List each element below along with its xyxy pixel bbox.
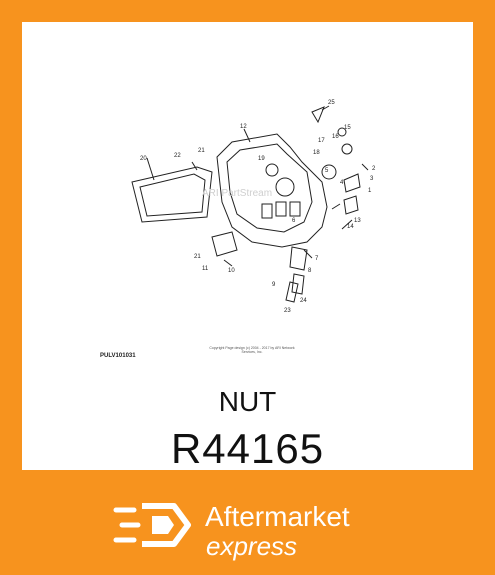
svg-text:12: 12 [240,124,247,130]
svg-text:21: 21 [194,254,201,260]
svg-text:20: 20 [140,156,147,162]
svg-text:7: 7 [315,256,319,262]
svg-text:21: 21 [198,148,205,154]
svg-text:17: 17 [318,138,325,144]
watermark: ARI PartStream [202,188,272,199]
product-card: ARI PartStream 25 12 15 16 17 18 2 3 1 2… [22,22,473,472]
brand-footer: Aftermarket express [0,470,495,575]
brand-name-bottom: express [206,531,298,561]
part-name: NUT [218,386,277,417]
copyright-notice: Copyright Page design (c) 2004 - 2017 by… [209,346,295,354]
svg-text:22: 22 [174,153,181,159]
svg-text:2: 2 [372,166,376,172]
svg-text:14: 14 [347,224,354,230]
svg-text:1: 1 [368,188,372,194]
svg-text:11: 11 [202,266,209,272]
svg-text:19: 19 [258,156,265,162]
svg-text:25: 25 [328,100,335,106]
svg-text:10: 10 [228,268,235,274]
parts-diagram: ARI PartStream 25 12 15 16 17 18 2 3 1 2… [131,100,376,314]
svg-text:5: 5 [325,168,329,174]
brand-logo-icon [113,503,191,547]
svg-text:6: 6 [292,218,296,224]
svg-text:3: 3 [370,176,374,182]
svg-text:16: 16 [332,134,339,140]
svg-text:4: 4 [340,180,344,186]
svg-text:8: 8 [308,268,312,274]
svg-text:23: 23 [284,308,291,314]
svg-text:24: 24 [300,298,307,304]
brand-name-top: Aftermarket [205,501,350,532]
svg-text:13: 13 [354,218,361,224]
callout-labels: 25 12 15 16 17 18 2 3 1 21 22 20 19 5 4 … [140,100,376,314]
part-number: R44165 [170,425,325,472]
svg-text:18: 18 [313,150,320,156]
svg-text:9: 9 [272,282,276,288]
diagram-code: PULV101031 [100,353,136,359]
svg-text:15: 15 [344,125,351,131]
